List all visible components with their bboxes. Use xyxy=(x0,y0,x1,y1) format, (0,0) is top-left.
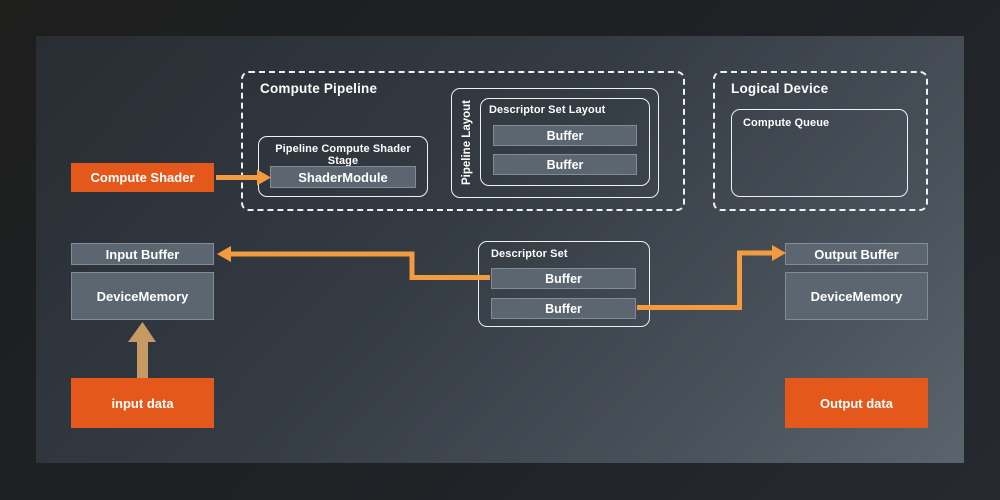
input-data-box: input data xyxy=(71,378,214,428)
input-data-label: input data xyxy=(111,395,174,411)
output-device-memory-box: DeviceMemory xyxy=(785,272,928,320)
pipeline-compute-shader-stage-title: Pipeline Compute Shader Stage xyxy=(275,143,411,167)
descriptor-set-layout-buffer-1: Buffer xyxy=(493,154,637,175)
input-buffer-box: Input Buffer xyxy=(71,243,214,265)
output-data-box: Output data xyxy=(785,378,928,428)
descriptor-set-layout-title: Descriptor Set Layout xyxy=(489,104,606,116)
compute-queue-box: Compute Queue xyxy=(731,109,908,197)
input-device-memory-box: DeviceMemory xyxy=(71,272,214,320)
descriptor-set-layout-box: Descriptor Set Layout Buffer Buffer xyxy=(480,98,650,186)
descriptor-set-box: Descriptor Set Buffer Buffer xyxy=(478,241,650,327)
pipeline-compute-shader-stage-box: Pipeline Compute Shader Stage ShaderModu… xyxy=(258,136,428,197)
descriptor-set-buffer-0: Buffer xyxy=(491,268,636,289)
pipeline-layout-label: Pipeline Layout xyxy=(461,100,473,186)
logical-device-title: Logical Device xyxy=(731,81,829,96)
input-buffer-label: Input Buffer xyxy=(105,246,180,262)
compute-queue-label: Compute Queue xyxy=(743,117,830,129)
descriptor-set-buffer-1: Buffer xyxy=(491,298,636,319)
pipeline-layout-box: Pipeline Layout Descriptor Set Layout Bu… xyxy=(451,88,659,198)
logical-device-group: Logical Device Compute Queue xyxy=(713,71,928,211)
compute-pipeline-group: Compute Pipeline Pipeline Compute Shader… xyxy=(241,71,685,211)
compute-pipeline-title: Compute Pipeline xyxy=(260,81,378,96)
descriptor-set-title: Descriptor Set xyxy=(491,248,568,260)
output-buffer-box: Output Buffer xyxy=(785,243,928,265)
output-device-memory-label: DeviceMemory xyxy=(810,288,903,304)
output-buffer-label: Output Buffer xyxy=(814,246,899,262)
compute-shader-box: Compute Shader xyxy=(71,163,214,192)
compute-shader-label: Compute Shader xyxy=(90,170,195,185)
shader-module-box: ShaderModule xyxy=(270,166,416,188)
descriptor-set-layout-buffer-0: Buffer xyxy=(493,125,637,146)
output-data-label: Output data xyxy=(820,395,893,411)
input-device-memory-label: DeviceMemory xyxy=(96,288,189,304)
shader-module-label: ShaderModule xyxy=(298,169,388,185)
